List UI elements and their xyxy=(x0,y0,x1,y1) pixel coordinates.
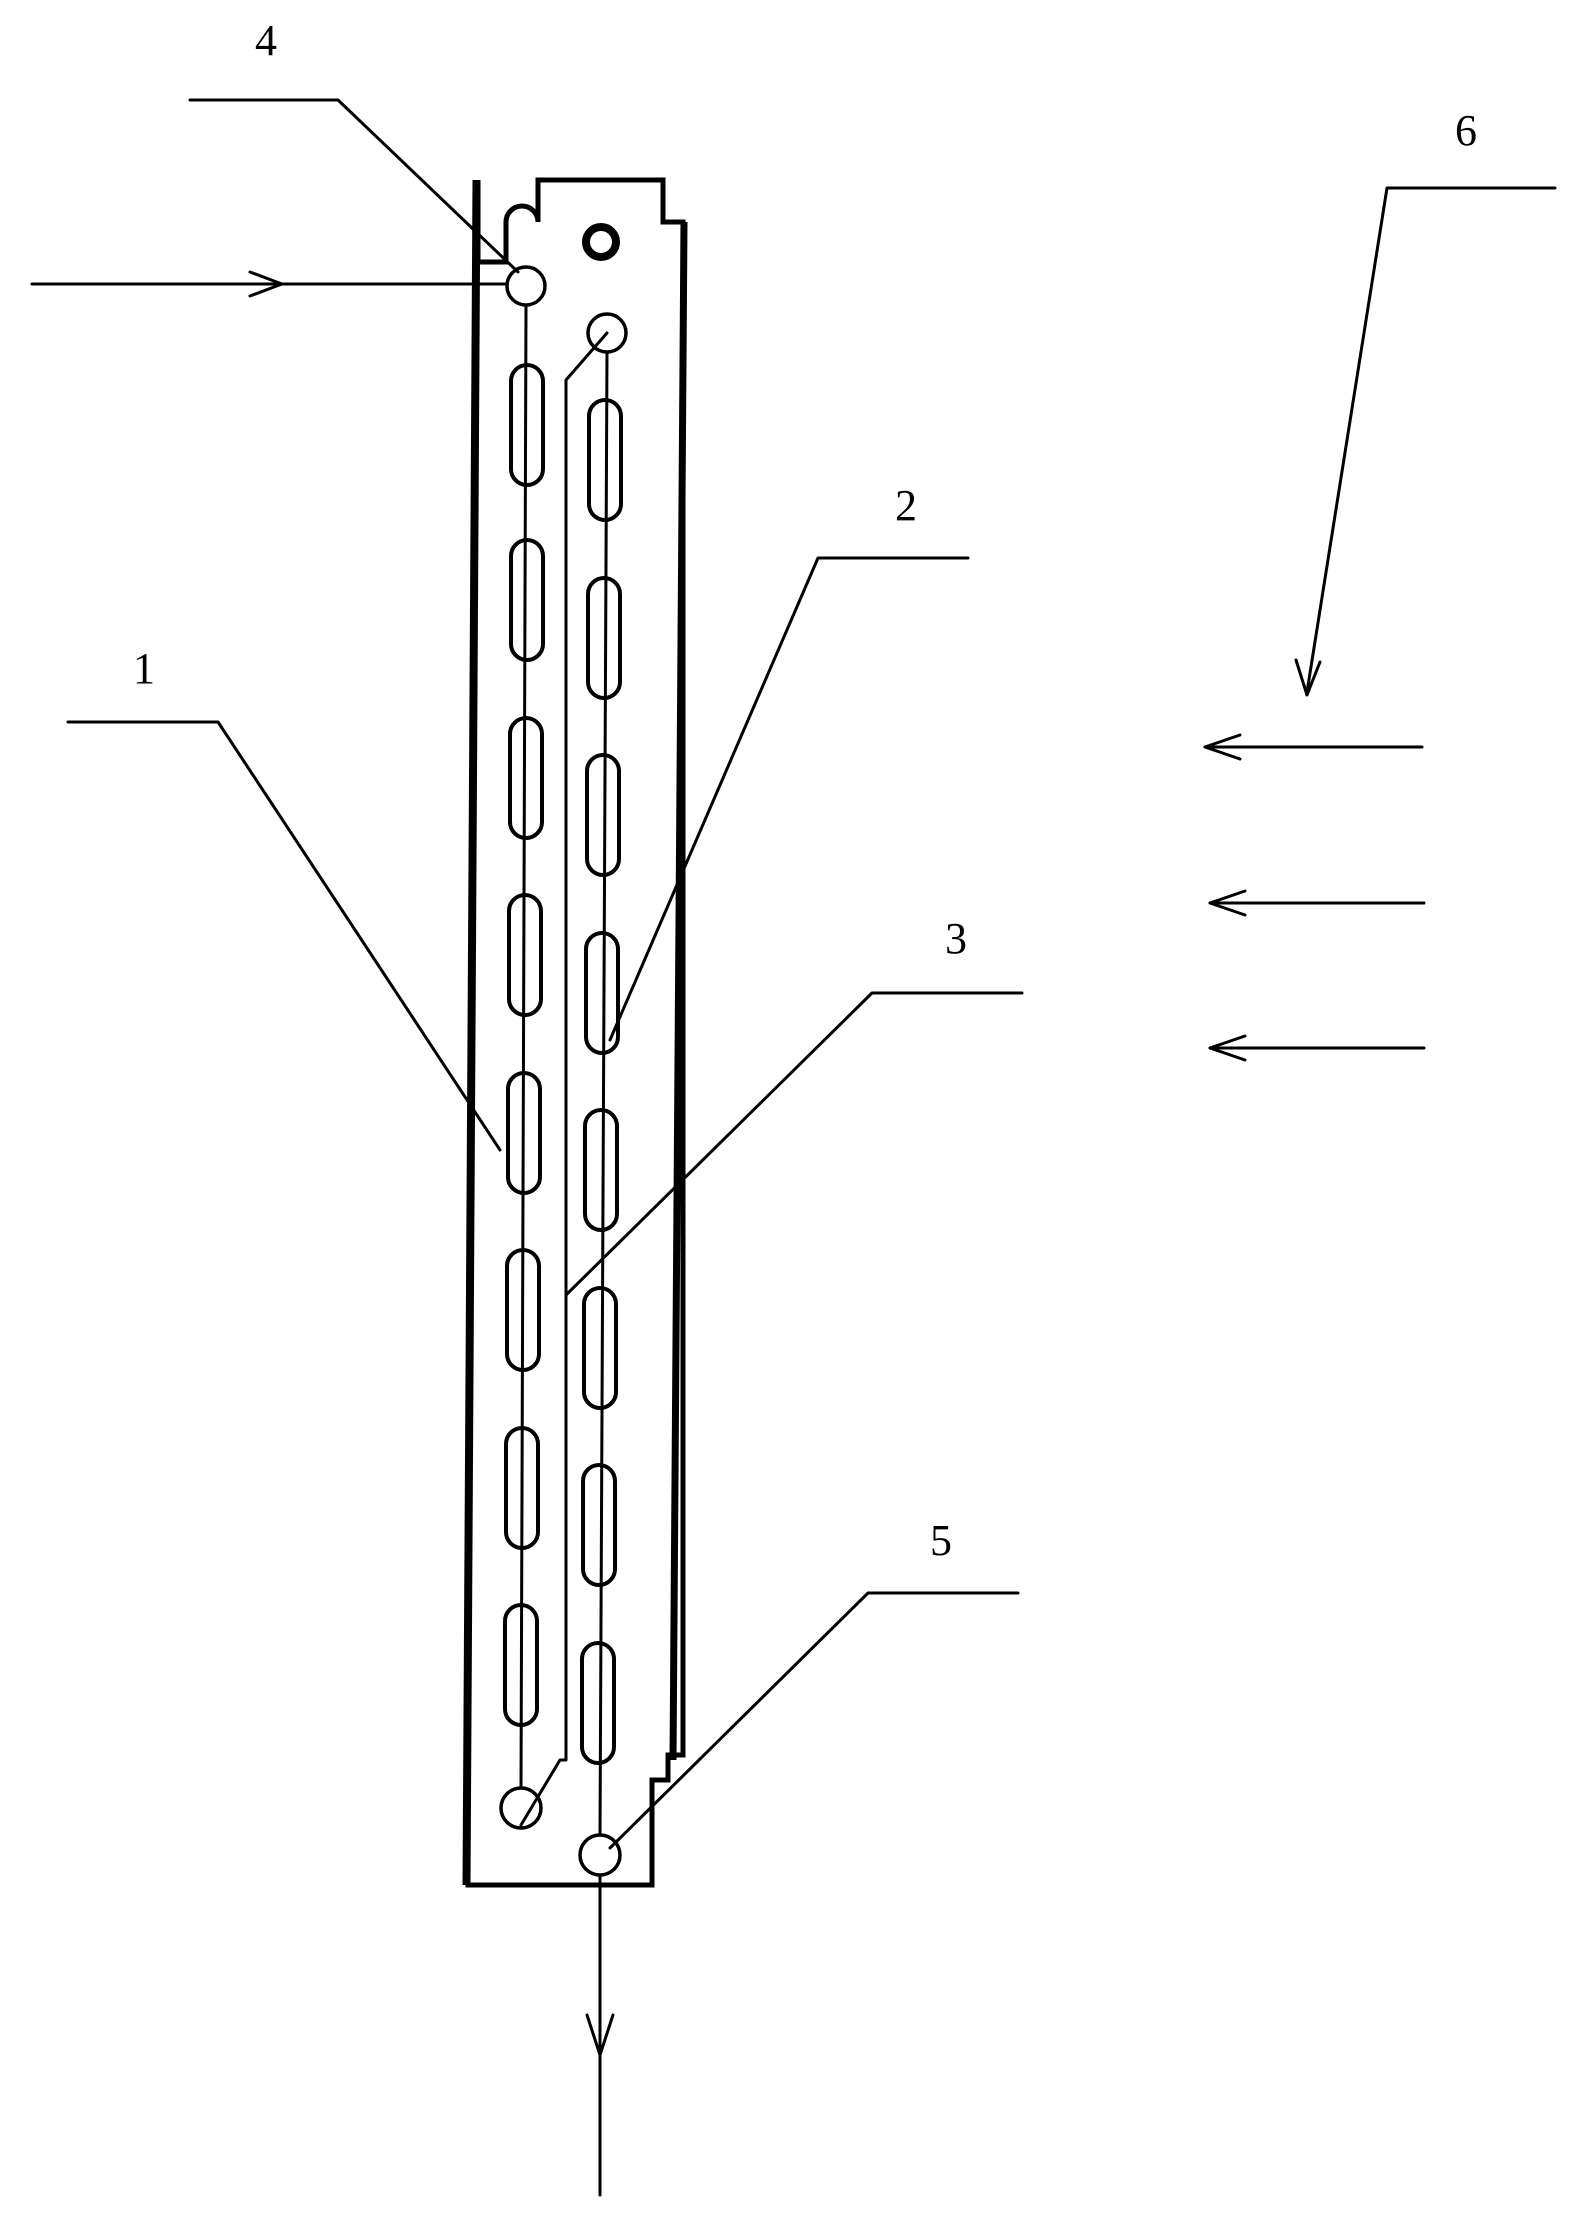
leader-4 xyxy=(188,98,520,274)
label-1: 1 xyxy=(133,644,155,693)
label-6: 6 xyxy=(1455,106,1477,155)
slot xyxy=(582,1286,618,1410)
slot xyxy=(580,1641,616,1765)
label-3: 3 xyxy=(945,914,967,963)
slot xyxy=(581,1463,617,1587)
label-4: 4 xyxy=(255,16,277,65)
outlet-arrowhead xyxy=(585,2013,615,2057)
slot xyxy=(585,753,621,877)
slot xyxy=(583,1108,619,1232)
inlet-port-4 xyxy=(505,265,547,307)
leader-3 xyxy=(564,991,1024,1297)
label-2: 2 xyxy=(895,481,917,530)
right-slot-column xyxy=(580,398,623,1765)
airflow-arrows xyxy=(1203,733,1426,1062)
leader-2 xyxy=(608,556,970,1042)
flow-lines xyxy=(519,303,615,2197)
outlet-port-5 xyxy=(578,1833,622,1877)
leader-5 xyxy=(608,1591,1020,1850)
leader-6-arrowhead xyxy=(1294,658,1322,697)
label-5: 5 xyxy=(930,1516,952,1565)
leader-6 xyxy=(1305,186,1557,694)
inlet-arrow xyxy=(30,270,508,298)
slot xyxy=(509,538,545,662)
leader-lines xyxy=(66,98,1557,1850)
mounting-hole xyxy=(582,223,620,261)
leader-1 xyxy=(66,720,502,1152)
plate-right-edge xyxy=(669,221,688,1761)
port-lower-left xyxy=(499,1786,543,1830)
slot xyxy=(584,931,620,1055)
plate-left-edge xyxy=(462,179,480,1886)
plate-outline xyxy=(462,177,688,1888)
